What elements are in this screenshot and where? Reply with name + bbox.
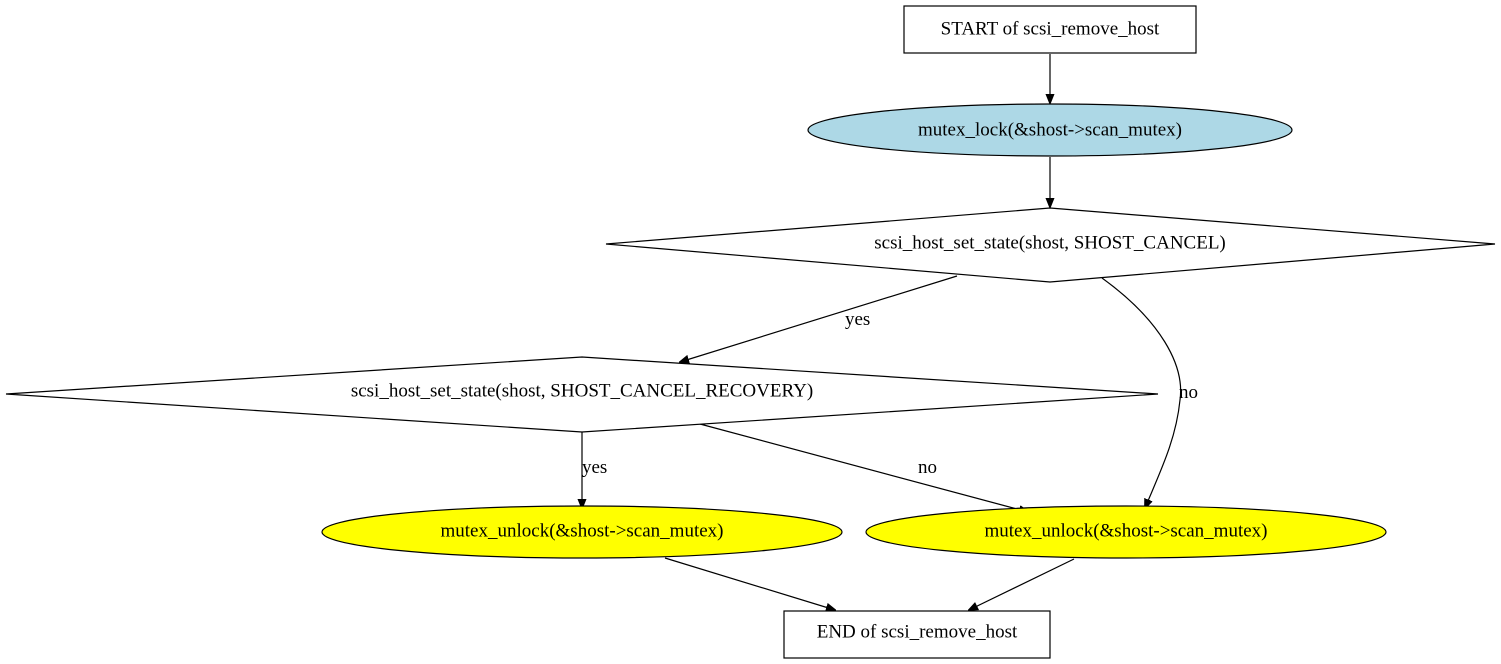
- mutex-unlock-right-node: mutex_unlock(&shost->scan_mutex): [865, 505, 1387, 559]
- end-node: END of scsi_remove_host: [783, 610, 1051, 659]
- start-node: START of scsi_remove_host: [903, 5, 1197, 54]
- cancel-recovery-decision-node: scsi_host_set_state(shost, SHOST_CANCEL_…: [5, 356, 1159, 433]
- edge-recovery-no: [699, 423, 1028, 512]
- mutex-lock-label: mutex_lock(&shost->scan_mutex): [918, 119, 1182, 140]
- mutex-unlock-left-node: mutex_unlock(&shost->scan_mutex): [321, 505, 843, 559]
- cancel-decision-label: scsi_host_set_state(shost, SHOST_CANCEL): [874, 232, 1226, 253]
- edge-label-cancel-yes: yes: [845, 309, 870, 330]
- edge-label-recovery-no: no: [918, 457, 937, 478]
- cancel-recovery-decision-label: scsi_host_set_state(shost, SHOST_CANCEL_…: [351, 380, 813, 401]
- edge-unlock-left-to-end: [664, 557, 835, 610]
- edge-label-recovery-yes: yes: [582, 457, 607, 478]
- cancel-decision-node: scsi_host_set_state(shost, SHOST_CANCEL): [605, 207, 1496, 283]
- mutex-unlock-right-label: mutex_unlock(&shost->scan_mutex): [985, 520, 1268, 541]
- start-node-label: START of scsi_remove_host: [941, 18, 1160, 39]
- edge-unlock-right-to-end: [969, 558, 1075, 610]
- end-node-label: END of scsi_remove_host: [817, 621, 1018, 642]
- mutex-lock-ellipse: [807, 103, 1293, 157]
- edges: [582, 54, 1182, 610]
- mutex-unlock-left-label: mutex_unlock(&shost->scan_mutex): [441, 520, 724, 541]
- edge-cancel-yes: [680, 275, 958, 362]
- edge-cancel-no: [1101, 277, 1182, 508]
- mutex-unlock-left-ellipse: [321, 505, 843, 559]
- edge-label-cancel-no: no: [1179, 382, 1198, 403]
- mutex-lock-node: mutex_lock(&shost->scan_mutex): [807, 103, 1293, 157]
- mutex-unlock-right-ellipse: [865, 505, 1387, 559]
